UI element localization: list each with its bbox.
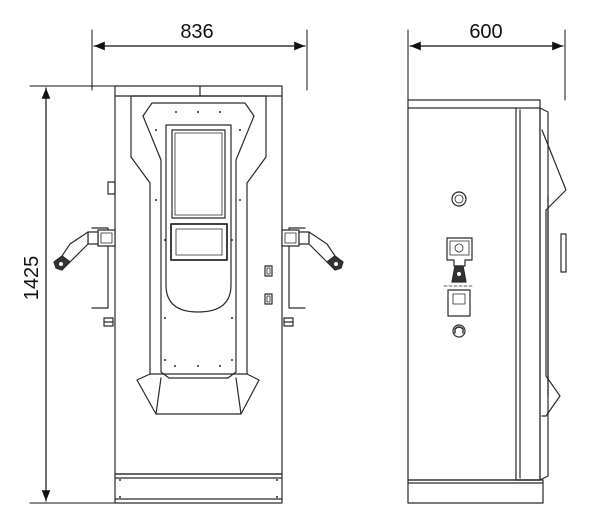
secondary-display: [170, 223, 228, 261]
right-bracket: [288, 227, 306, 309]
side-bezel: [541, 129, 567, 417]
side-view: [407, 99, 567, 504]
emergency-button: [451, 191, 467, 207]
front-cabinet: [114, 85, 283, 475]
indicator-lower: [264, 293, 273, 305]
depth-label: 600: [469, 21, 502, 43]
side-bezel-edge: [560, 233, 567, 273]
left-charging-connector: [53, 229, 116, 271]
indicator-upper: [264, 265, 273, 277]
main-display: [171, 129, 226, 219]
panel-rivets: [155, 111, 241, 367]
height-dimension: 1425: [21, 85, 119, 504]
width-label: 836: [180, 21, 213, 43]
left-bracket-clip: [107, 181, 116, 195]
side-plinth: [407, 479, 544, 504]
socket-plate: [447, 289, 471, 317]
socket-ring: [452, 324, 466, 338]
depth-dimension: 600: [407, 21, 566, 101]
front-plinth: [114, 473, 283, 504]
screen-housing: [165, 124, 232, 313]
front-panel-inner: [142, 102, 255, 379]
side-socket: [443, 285, 475, 338]
side-connector-holster: [446, 237, 473, 283]
right-charging-connector: [281, 229, 344, 271]
front-view: [53, 85, 344, 504]
left-bracket: [91, 227, 109, 309]
width-dimension: 836: [91, 21, 308, 91]
height-label: 1425: [21, 256, 43, 301]
